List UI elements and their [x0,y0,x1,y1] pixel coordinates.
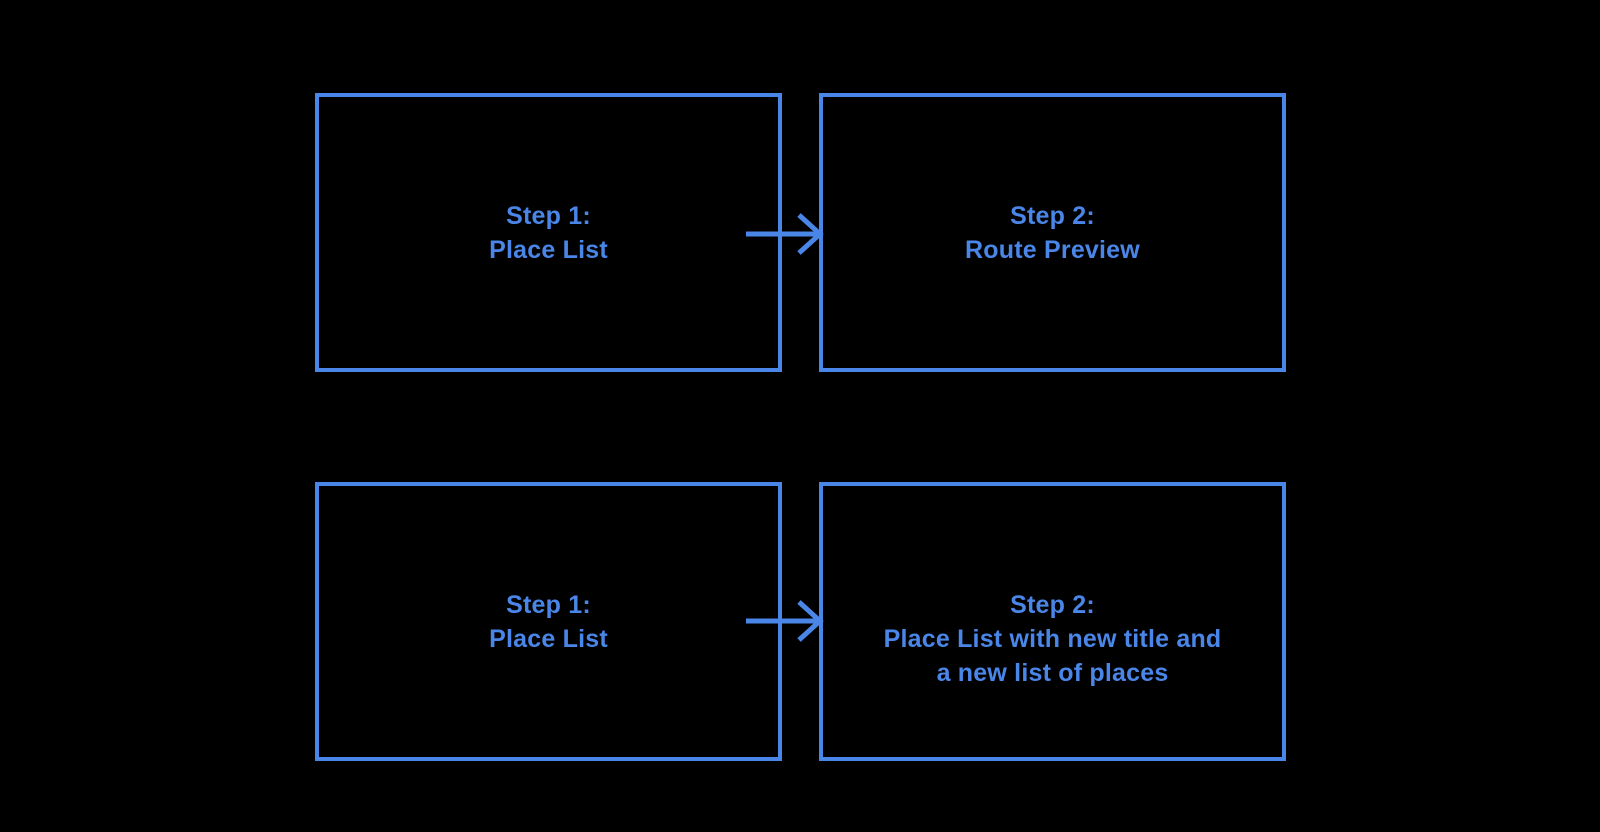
box-label-line: Step 1: [506,590,591,619]
box-label-line: Place List with new title and [883,624,1222,653]
diagram-box-step1-place-list-top: Step 1: Place List [315,93,782,372]
box-label-line: Step 2: [1010,590,1095,619]
box-label-line: Step 1: [506,201,591,230]
box-label: Step 1: Place List [489,199,608,267]
box-label-line: Place List [489,235,608,264]
box-label-line: Route Preview [965,235,1140,264]
diagram-box-step2-route-preview: Step 2: Route Preview [819,93,1286,372]
arrow-right-icon [746,600,824,642]
box-label: Step 1: Place List [489,588,608,656]
box-label: Step 2: Route Preview [965,199,1140,267]
box-label-line: Step 2: [1010,201,1095,230]
arrow-right-icon [746,213,824,255]
diagram-box-step1-place-list-bottom: Step 1: Place List [315,482,782,761]
box-label: Step 2: Place List with new title and a … [884,588,1222,690]
box-label-line: Place List [489,624,608,653]
box-label-line: a new list of places [936,658,1169,687]
diagram-box-step2-place-list-new-title: Step 2: Place List with new title and a … [819,482,1286,761]
